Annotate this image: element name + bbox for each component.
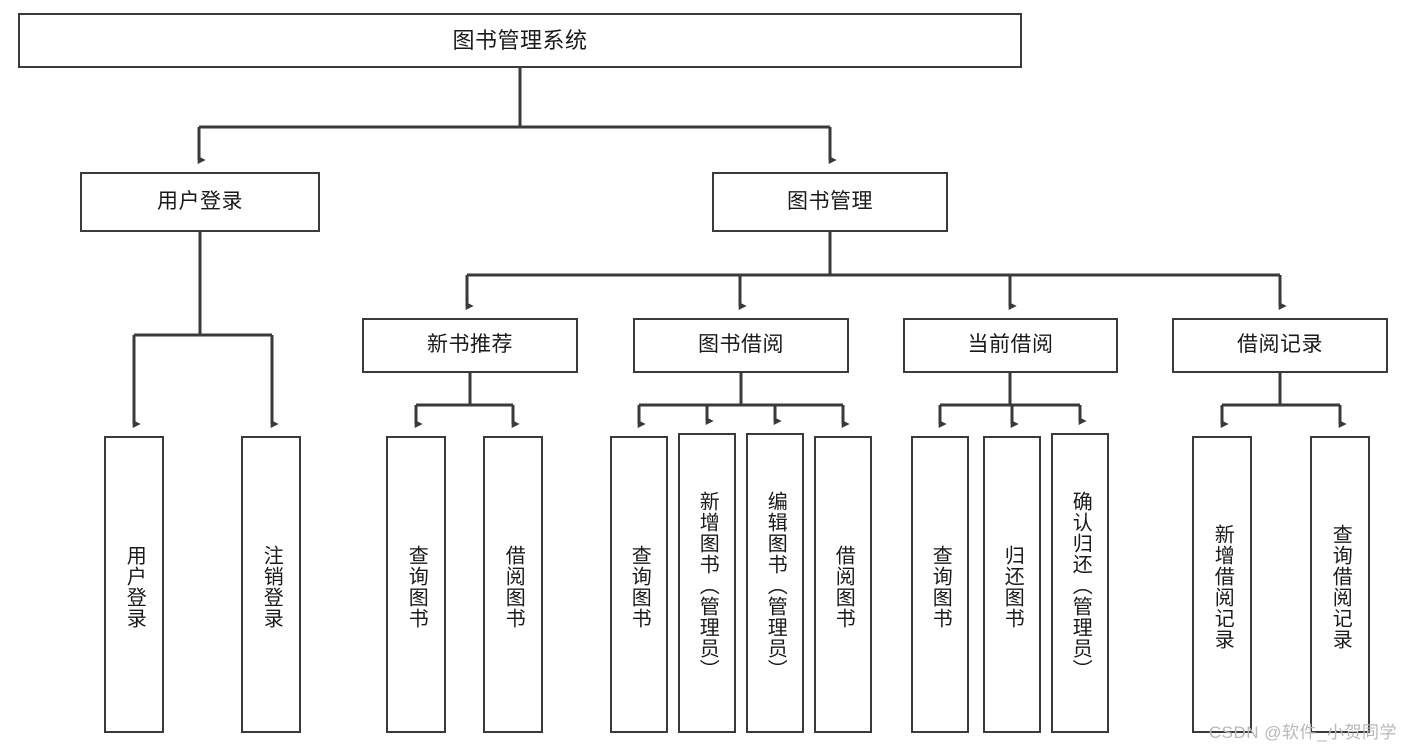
node-label: 新增图书（管理员）: [696, 490, 719, 680]
leaf-return-book[interactable]: 归还图书: [983, 436, 1041, 733]
node-label: 当前借阅: [967, 333, 1054, 357]
node-new-book-recommend[interactable]: 新书推荐: [362, 318, 578, 373]
node-label: 注销登录: [260, 544, 283, 629]
node-label: 查询图书: [628, 544, 651, 629]
leaf-query-book-recommend[interactable]: 查询图书: [386, 436, 446, 733]
leaf-edit-book-admin[interactable]: 编辑图书（管理员）: [746, 433, 804, 733]
leaf-user-login[interactable]: 用户登录: [104, 436, 164, 733]
node-label: 图书管理: [787, 189, 873, 213]
leaf-logout[interactable]: 注销登录: [241, 436, 301, 733]
csdn-watermark: CSDN @软件_小贺同学: [1208, 723, 1397, 742]
leaf-borrow-book-recommend[interactable]: 借阅图书: [483, 436, 543, 733]
node-label: 查询借阅记录: [1329, 523, 1352, 650]
leaf-add-book-admin[interactable]: 新增图书（管理员）: [678, 433, 736, 733]
leaf-query-borrow-record[interactable]: 查询借阅记录: [1310, 436, 1370, 733]
node-label: 图书借阅: [698, 333, 784, 357]
node-label: 查询图书: [405, 544, 428, 629]
leaf-confirm-return-admin[interactable]: 确认归还（管理员）: [1051, 433, 1109, 733]
node-label: 编辑图书（管理员）: [764, 490, 787, 680]
node-label: 借阅图书: [502, 544, 525, 629]
node-borrow-record[interactable]: 借阅记录: [1172, 318, 1388, 373]
leaf-borrow-book[interactable]: 借阅图书: [814, 436, 872, 733]
node-book-borrow[interactable]: 图书借阅: [633, 318, 849, 373]
node-book-management-group[interactable]: 图书管理: [712, 172, 948, 232]
node-label: 借阅图书: [832, 544, 855, 629]
leaf-query-book-borrow[interactable]: 查询图书: [610, 436, 668, 733]
leaf-add-borrow-record[interactable]: 新增借阅记录: [1192, 436, 1252, 733]
node-label: 借阅记录: [1237, 333, 1323, 357]
node-label: 新书推荐: [427, 333, 513, 357]
node-root[interactable]: 图书管理系统: [18, 13, 1022, 68]
node-label: 新增借阅记录: [1211, 523, 1234, 650]
node-current-borrow[interactable]: 当前借阅: [903, 318, 1118, 373]
node-label: 归还图书: [1001, 544, 1024, 629]
leaf-query-book-current[interactable]: 查询图书: [911, 436, 969, 733]
node-label: 图书管理系统: [452, 27, 588, 53]
node-user-login-group[interactable]: 用户登录: [80, 172, 320, 232]
node-label: 确认归还（管理员）: [1069, 490, 1092, 680]
node-label: 用户登录: [123, 544, 146, 629]
node-label: 查询图书: [929, 544, 952, 629]
node-label: 用户登录: [157, 189, 243, 213]
